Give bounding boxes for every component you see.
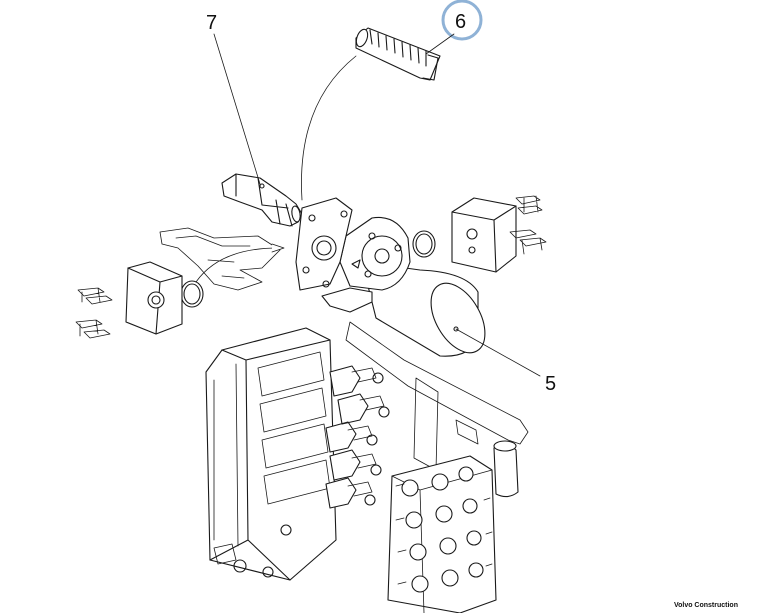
valve-block-assembly	[205, 327, 390, 581]
assembly-arrows	[195, 55, 357, 283]
callout-6-number: 6	[455, 11, 466, 33]
cover-block-right	[451, 195, 547, 273]
pilot-valve-stack	[387, 455, 497, 613]
o-ring-left	[180, 280, 204, 308]
callout-6[interactable]: 6	[425, 0, 483, 55]
callout-7: 7	[206, 12, 261, 185]
frame-rail	[345, 321, 529, 498]
filter-housing[interactable]	[321, 216, 496, 361]
gasket	[159, 227, 281, 291]
callout-7-number: 7	[206, 12, 217, 34]
flange-plate	[295, 197, 353, 291]
cover-block-left	[75, 261, 183, 339]
solenoid[interactable]	[221, 173, 303, 227]
callout-5-number: 5	[545, 373, 556, 395]
filter-element[interactable]	[354, 27, 441, 81]
o-ring-right	[412, 230, 436, 258]
callout-5: 5	[455, 328, 556, 395]
callout-highlight-circle	[441, 0, 483, 41]
brand-watermark: Volvo Construction	[673, 602, 738, 609]
